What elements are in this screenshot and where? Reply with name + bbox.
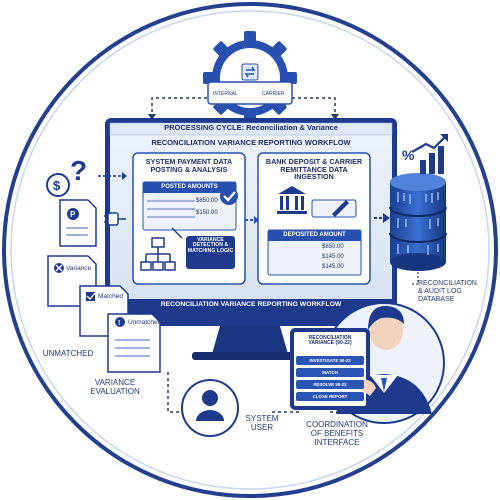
gear-icon <box>203 31 297 125</box>
match-button[interactable]: MATCH <box>296 368 364 377</box>
tablet-title: RECONCILIATION VARIANCE (90-22) <box>308 335 352 347</box>
question-icon: ? <box>70 155 87 186</box>
gear-label-internal: INTERNAL <box>213 91 238 97</box>
user-icon <box>181 379 239 437</box>
gear-label-carrier: CARRIER <box>262 91 285 97</box>
document-stack: ! <box>47 255 161 373</box>
hierarchy-icon <box>140 237 176 271</box>
right-panel-title: BANK DEPOSIT & CARRIER REMITTANCE DATA I… <box>265 157 363 182</box>
doc-label-matched: Matched <box>98 293 123 300</box>
left-panel-title: SYSTEM PAYMENT DATA POSTING & ANALYSIS <box>145 157 233 174</box>
label-variance-evaluation: VARIANCE EVALUATION <box>90 378 140 397</box>
svg-text:!: ! <box>118 320 120 327</box>
monitor-title: RECONCILIATION VARIANCE REPORTING WORKFL… <box>151 138 351 147</box>
posted-amount-1: $850.00 <box>196 198 218 204</box>
label-database: RECONCILIATION & AUDIT LOG DATABASE <box>418 280 477 304</box>
label-system-user: SYSTEM USER <box>245 414 279 433</box>
svg-text:P: P <box>70 210 76 219</box>
check-icon <box>220 187 238 205</box>
svg-text:%: % <box>402 147 415 163</box>
posted-amounts-header: POSTED AMOUNTS <box>161 184 218 190</box>
label-unmatched: UNMATCHED <box>42 349 94 358</box>
deposited-amount-1: $850.00 <box>322 244 344 250</box>
posted-amount-2: $150.00 <box>196 210 218 216</box>
close-report-button[interactable]: CLOSE REPORT <box>296 392 364 401</box>
doc-label-unmatched: Unmatched <box>128 319 162 326</box>
monitor-footer: RECONCILIATION VARIANCE REPORTING WORKFL… <box>160 301 342 308</box>
tablet-button-list: INVESTIGATE 90-22 MATCH RESOLVE 90-22 CL… <box>296 356 364 404</box>
variance-detection-box: VARIANCE DETECTION & MATCHING LOGIC <box>187 237 234 254</box>
svg-text:$: $ <box>53 178 61 193</box>
deposited-amount-2: $145.00 <box>322 254 344 260</box>
doc-label-variance: Variance <box>66 265 92 272</box>
pen-icon <box>332 200 349 217</box>
deposited-amount-header: DEPOSITED AMOUNT <box>283 232 346 238</box>
database-icon <box>389 173 447 271</box>
investigate-button[interactable]: INVESTIGATE 90-22 <box>296 356 364 365</box>
dollar-icon <box>46 173 70 197</box>
deposited-amount-3: $145.00 <box>322 264 344 270</box>
processing-cycle-bar: PROCESSING CYCLE: Reconciliation & Varia… <box>164 123 338 132</box>
chart-icon: % <box>402 134 448 174</box>
label-cob-interface: COORDINATION OF BENEFITS INTERFACE <box>306 420 368 448</box>
payment-document-icon: P <box>59 199 97 247</box>
bank-icon <box>277 186 307 214</box>
plug-icon <box>104 212 126 226</box>
resolve-button[interactable]: RESOLVE 90-22 <box>296 380 364 389</box>
